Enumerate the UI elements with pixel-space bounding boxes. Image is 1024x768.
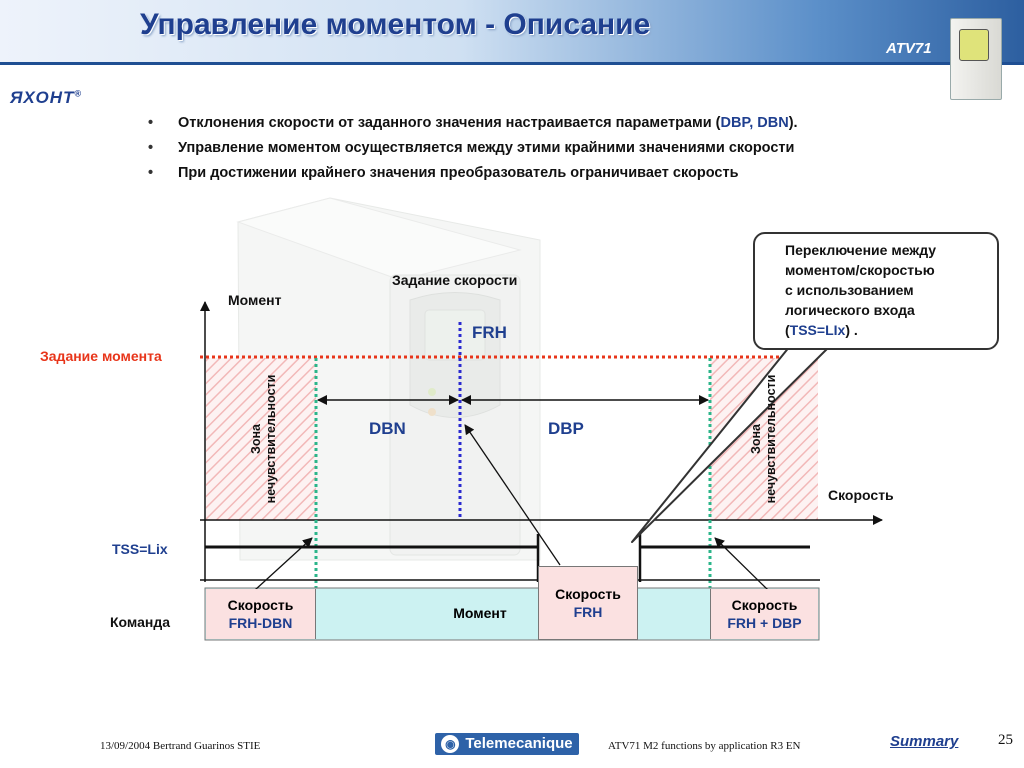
bullet-item: Управление моментом осуществляется между…: [148, 139, 798, 164]
company-logo: ЯХОНТ®: [10, 88, 82, 108]
bullet-item: При достижении крайнего значения преобра…: [148, 164, 798, 189]
speed-axis-label: Скорость: [828, 487, 894, 503]
footer-reference: ATV71 M2 functions by application R3 EN: [608, 740, 801, 752]
footer-date-author: 13/09/2004 Bertrand Guarinos STIE: [100, 740, 261, 752]
command-speed-dbp: Скорость FRH + DBP: [710, 589, 818, 639]
torque-reference-label: Задание момента: [40, 348, 162, 364]
drive-device-image: [950, 18, 1002, 100]
deadzone-left-area: [206, 358, 316, 520]
title-bar: [0, 0, 1024, 65]
logo-text: ЯХОНТ: [10, 88, 75, 107]
speed-reference-label: Задание скорости: [392, 272, 518, 288]
torque-axis-label: Момент: [228, 292, 282, 308]
arrow-to-dbn: [254, 537, 313, 591]
command-speed-frh: Скорость FRH: [538, 566, 638, 640]
slide-title: Управление моментом - Описание: [140, 8, 651, 41]
bullet-item: Отклонения скорости от заданного значени…: [148, 114, 798, 139]
product-label: ATV71: [886, 40, 932, 57]
command-speed-dbn: Скорость FRH-DBN: [206, 589, 316, 639]
callout-tss: Переключение между моментом/скоростью с …: [753, 232, 999, 350]
frh-label: FRH: [472, 323, 507, 342]
brand-logo: ◉Telemecanique: [435, 733, 579, 755]
page-number: 25: [998, 732, 1013, 748]
deadzone-right-label: Зона нечувствительности: [749, 374, 778, 504]
deadzone-left-label: Зона нечувствительности: [249, 374, 278, 504]
brand-icon: ◉: [441, 735, 460, 754]
background-device-image: [236, 197, 541, 561]
arrow-to-frh: [464, 424, 561, 566]
summary-link[interactable]: Summary: [890, 733, 959, 750]
tss-label: TSS=Lix: [112, 541, 168, 557]
bullet-list: Отклонения скорости от заданного значени…: [148, 114, 798, 189]
dbn-label: DBN: [369, 419, 406, 438]
callout-seam: [792, 344, 828, 348]
command-torque: Момент: [453, 605, 507, 621]
logo-mark: ®: [74, 88, 83, 99]
dbp-label: DBP: [548, 419, 584, 438]
arrow-to-dbp: [714, 537, 771, 593]
command-label: Команда: [110, 614, 170, 630]
